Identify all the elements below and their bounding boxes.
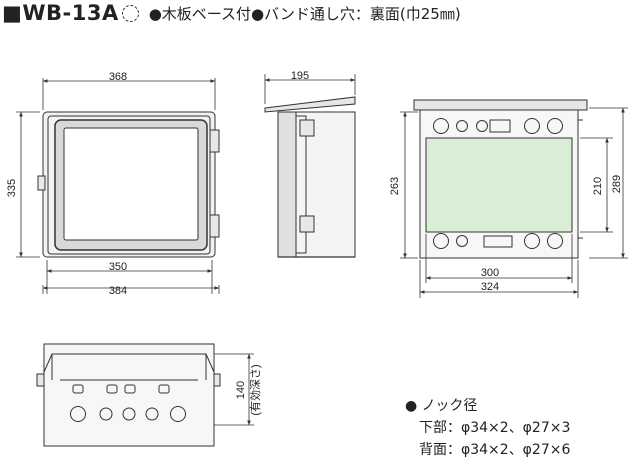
dim-back-height-plate: 263 [389,177,401,195]
notes-back-row: 背面：φ34×2、φ27×6 [405,439,570,461]
notes-back-value: φ34×2、φ27×6 [461,442,571,458]
dim-back-width-outer: 324 [481,281,499,293]
notes-heading-row: ● ノック径 [405,395,570,417]
dim-side-depth: 195 [291,70,309,82]
back-dimensions [400,107,628,298]
dim-front-width-total: 384 [109,285,127,297]
back-view [413,99,588,259]
title-square-mark: ■ [2,1,23,25]
dim-bottom-depth: 140 [235,381,247,399]
model-number: WB-13A [22,1,119,25]
front-dimensions [16,78,220,294]
bullet-icon: ● [405,398,418,414]
bottom-view [36,343,221,447]
notes-lower-row: 下部：φ34×2、φ27×3 [405,417,570,439]
product-title: ■ WB-13A ●木板ベース付●バンド通し穴：裏面(巾25㎜) [2,0,461,26]
dim-front-height: 335 [6,179,18,197]
notes-lower-value: φ34×2、φ27×3 [461,420,571,436]
notes-heading: ノック径 [421,398,478,414]
dim-back-height-outer: 289 [611,175,623,193]
dim-front-width-inner: 350 [109,261,127,273]
dim-front-width-outer: 368 [109,71,127,83]
side-dimensions [264,74,356,104]
notes-lower-label: 下部： [419,420,461,436]
dim-back-width-inner: 300 [481,267,499,279]
bottom-dimensions [214,353,254,426]
dashed-circle-icon [121,4,139,22]
knockout-notes: ● ノック径 下部：φ34×2、φ27×3 背面：φ34×2、φ27×6 [405,395,570,461]
dim-back-height-inner: 210 [592,177,604,195]
feature-description: ●木板ベース付●バンド通し穴：裏面(巾25㎜) [148,4,461,23]
dim-bottom-depth-note: (有効深さ) [248,364,262,415]
front-view [37,111,220,258]
notes-back-label: 背面： [419,442,461,458]
side-view [264,96,356,258]
